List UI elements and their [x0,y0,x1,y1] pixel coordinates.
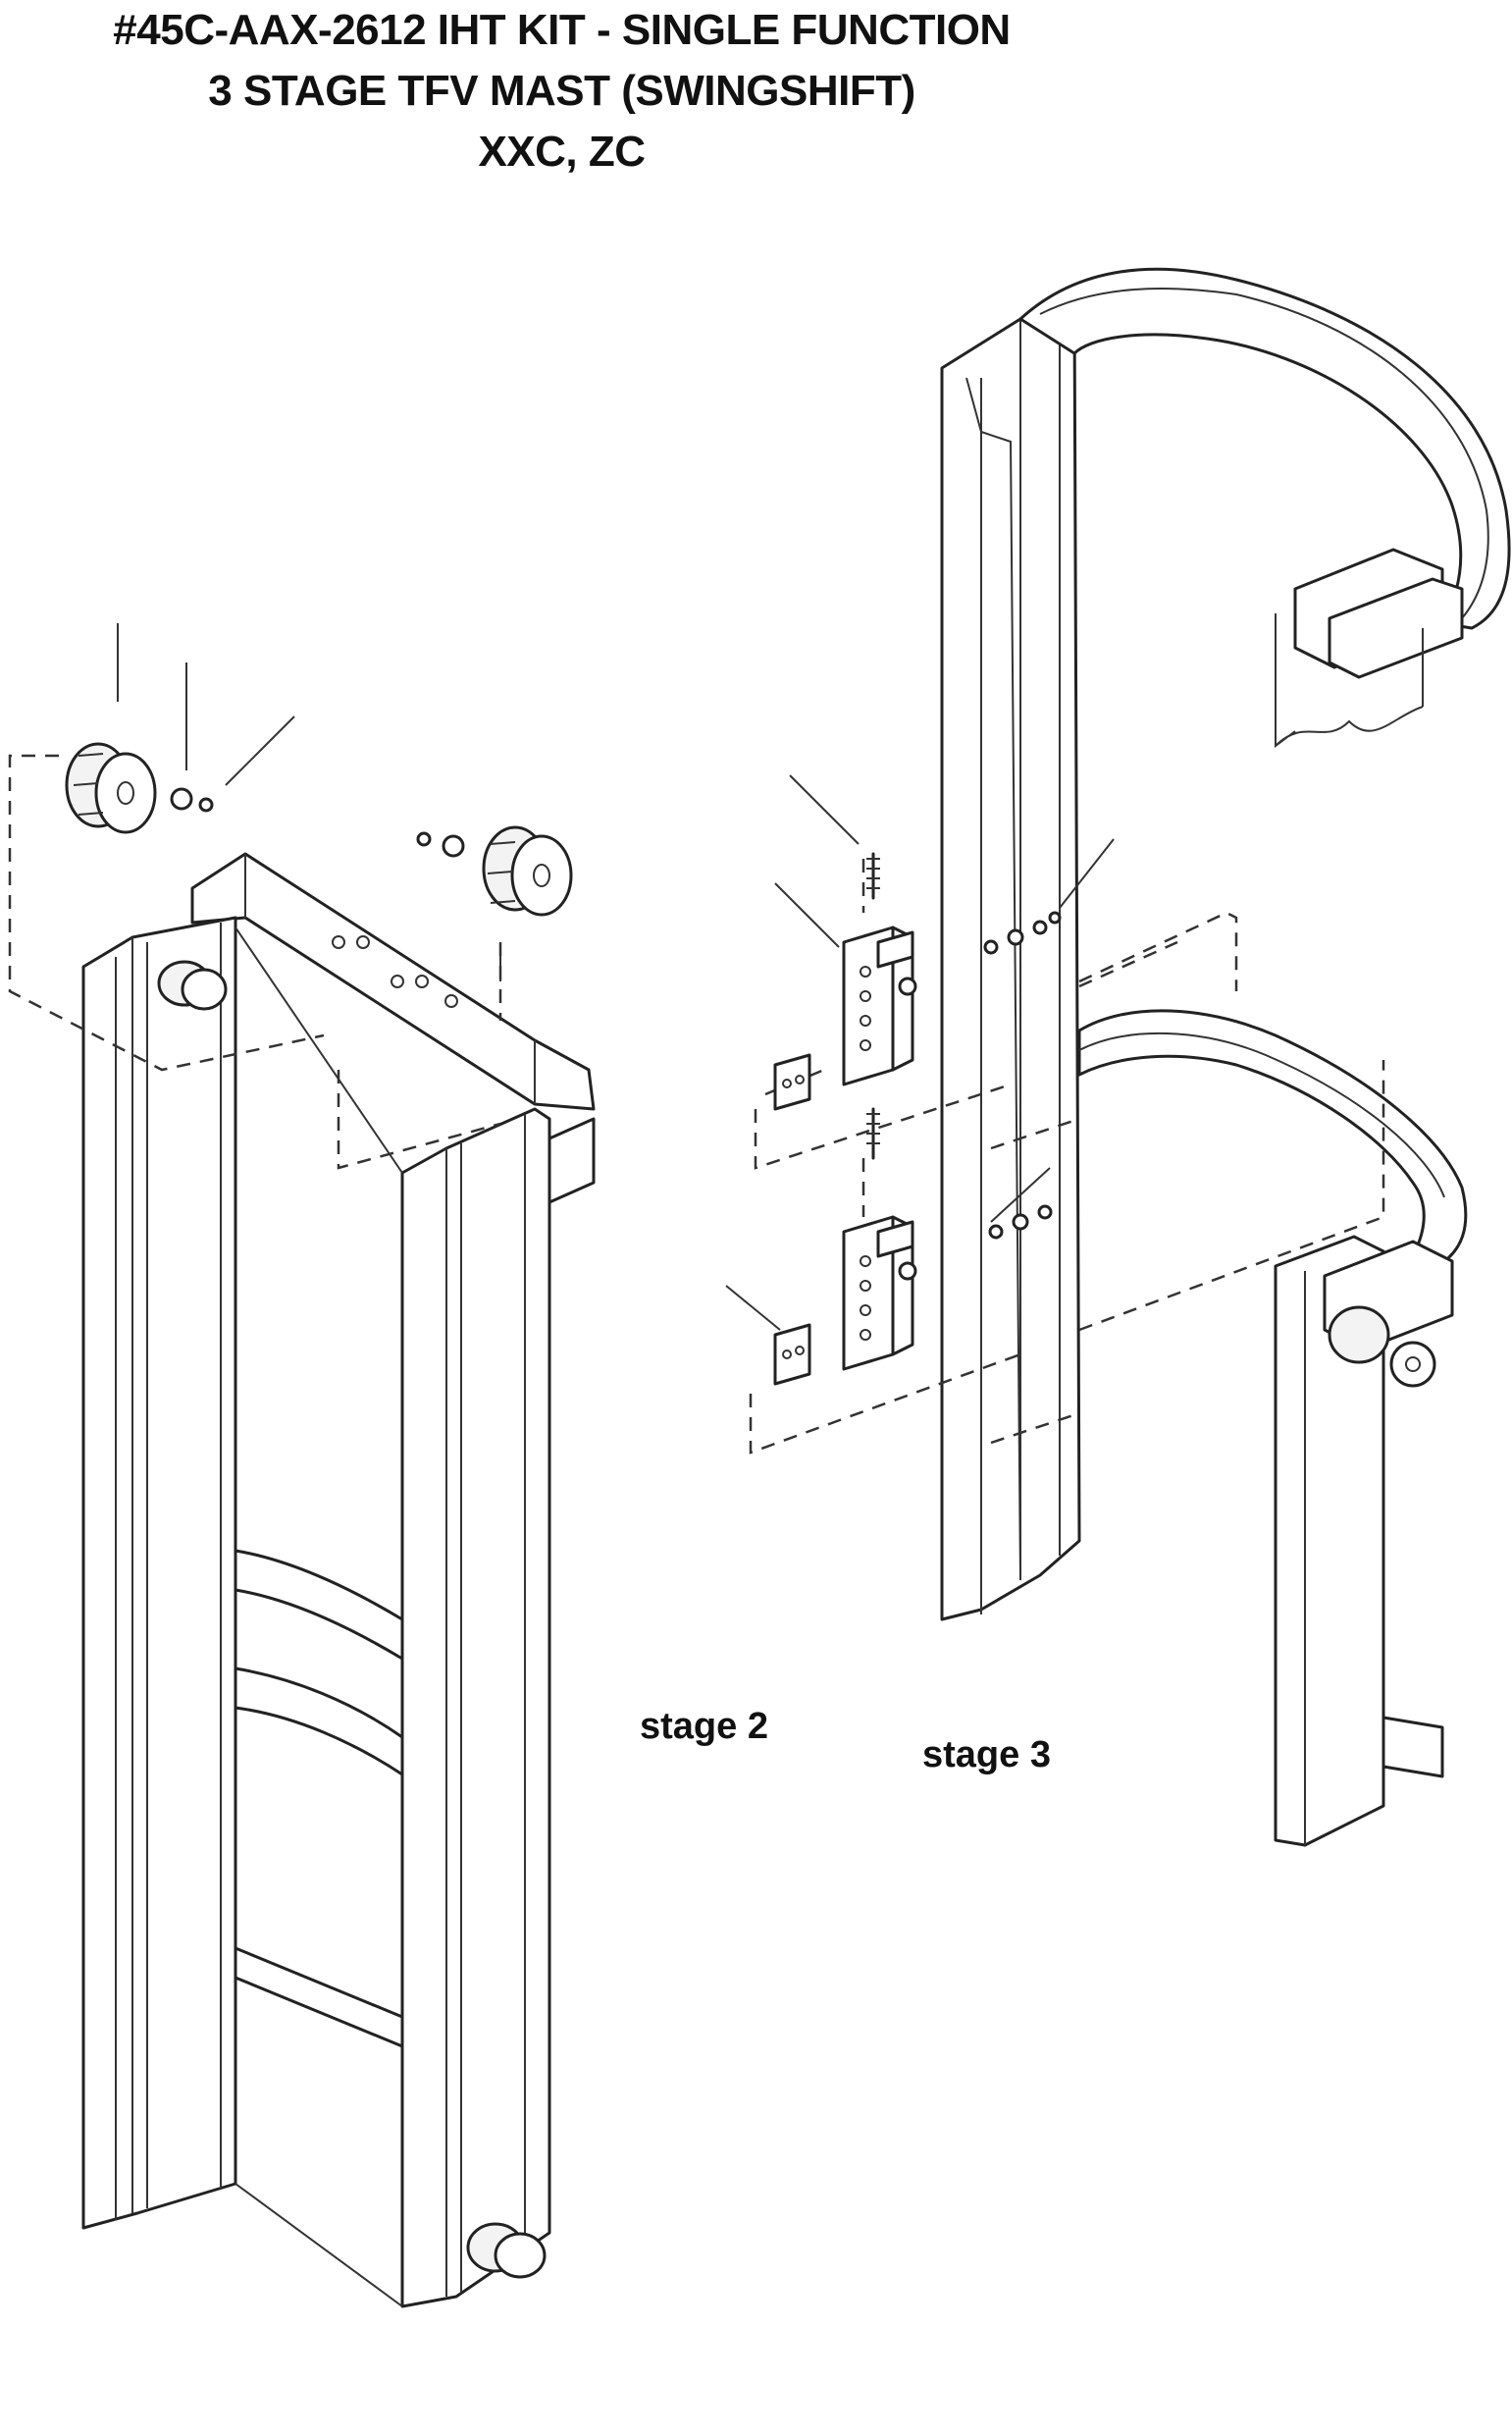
leader-line [774,882,840,948]
assembly-guide-lower [749,1060,1385,1455]
cross-member-middle [234,1667,404,1776]
top-roller [157,960,228,1011]
left-sheave-washer [170,787,214,813]
lower-washers [988,1204,1053,1240]
title-line-1: #45C-AAX-2612 IHT KIT - SINGLE FUNCTION [113,6,1011,54]
stage-3-mast [725,267,1511,1847]
title-line-3: XXC, ZC [478,128,646,176]
stage-2-mast [8,623,596,2308]
upper-nut [898,977,917,996]
lower-mounting-bracket [842,1215,914,1371]
assembly-guide-left-sheave [8,754,325,1072]
cross-member-upper [234,1549,404,1661]
lower-carriage-plate [1274,1235,1385,1847]
upper-washers [983,911,1062,955]
lower-nut [898,1261,917,1281]
crosshead-plate [190,852,596,1111]
diagram-title: #45C-AAX-2612 IHT KIT - SINGLE FUNCTION … [0,0,1123,183]
leader-line [990,1167,1051,1223]
right-sheave [482,825,573,917]
lower-bolt [866,1107,880,1160]
upper-mounting-bracket [842,926,914,1086]
right-channel [400,1107,551,2308]
assembly-guide-upper [754,911,1238,1170]
stage-3-label: stage 3 [922,1734,1051,1775]
right-sheave-washer [416,831,465,858]
left-channel [81,916,237,2230]
leader-line [725,1285,781,1331]
stage-2-label: stage 2 [640,1706,768,1747]
leader-line [1059,838,1115,909]
upper-pad [773,1053,811,1111]
lower-pad [773,1323,811,1386]
bottom-roller [466,2222,547,2279]
cross-member-lower [234,1946,404,2048]
lower-curved-arm [1077,1009,1468,1268]
leader-line [789,774,860,845]
upper-curved-arm [1018,267,1511,630]
title-line-2: 3 STAGE TFV MAST (SWINGSHIFT) [208,67,915,115]
upper-bolt [866,852,880,900]
leader-line [225,715,295,786]
left-sheave [65,742,157,834]
